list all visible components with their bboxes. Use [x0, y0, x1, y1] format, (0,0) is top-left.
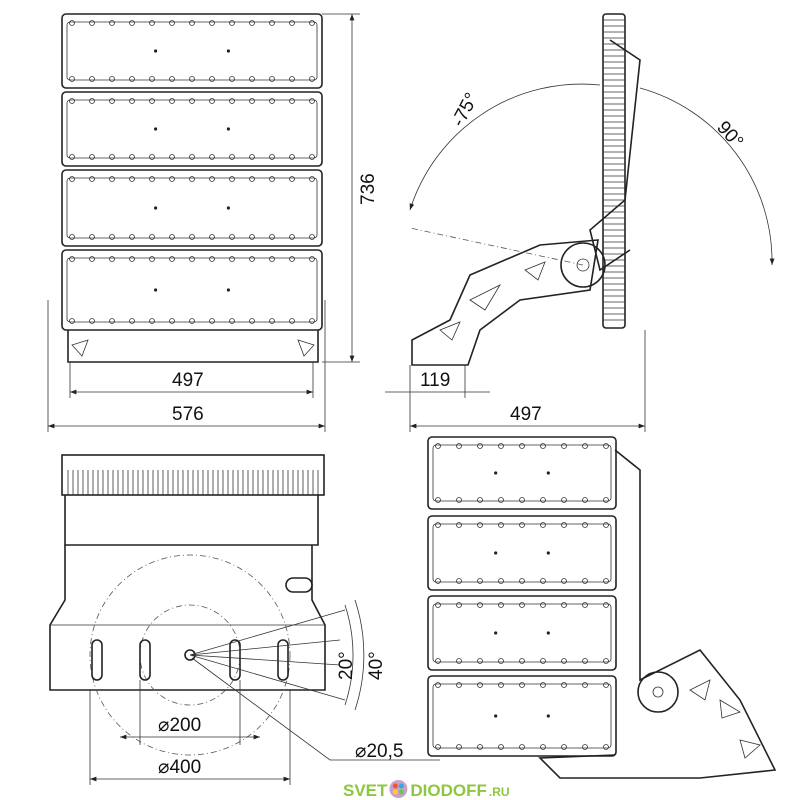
angle-90: 90° — [712, 117, 747, 152]
front-dimensions: 736 497 576 — [47, 13, 379, 432]
angle-40: 40° — [366, 651, 387, 680]
logo-text-diodoff: DIODOFF — [410, 781, 487, 800]
led-module-panel — [61, 13, 323, 89]
logo-text-svet: SVET — [343, 781, 388, 800]
led-module-panel — [427, 515, 617, 591]
dim-width-497: 497 — [172, 370, 204, 391]
angle-minus-75: -75° — [448, 90, 483, 131]
dim-depth-497: 497 — [510, 404, 542, 425]
dim-diameter-200: ⌀200 — [158, 715, 201, 736]
led-module-panel — [427, 436, 617, 510]
dim-diameter-400: ⌀400 — [158, 757, 201, 778]
dim-hole-20-5: ⌀20,5 — [355, 741, 403, 762]
logo-color-dot-icon — [389, 780, 408, 798]
led-module-panel — [61, 249, 323, 331]
led-module-panel — [61, 91, 323, 167]
angle-20: 20° — [336, 651, 357, 680]
logo-text-ru: .RU — [489, 785, 510, 799]
side-view: -75° 90° 119 497 — [385, 13, 775, 432]
rear-view: 20° 40° ⌀200 ⌀400 ⌀20,5 — [49, 454, 440, 785]
dim-height-736: 736 — [358, 173, 379, 205]
svetodiodoff-logo: SVET DIODOFF .RU — [343, 780, 510, 800]
dim-width-576: 576 — [172, 404, 204, 425]
led-module-panel — [427, 675, 617, 757]
front-view — [61, 13, 323, 363]
led-module-panel — [427, 595, 617, 671]
dim-offset-119: 119 — [420, 370, 450, 391]
tilted-front-view — [427, 436, 777, 779]
led-module-panel — [61, 169, 323, 247]
